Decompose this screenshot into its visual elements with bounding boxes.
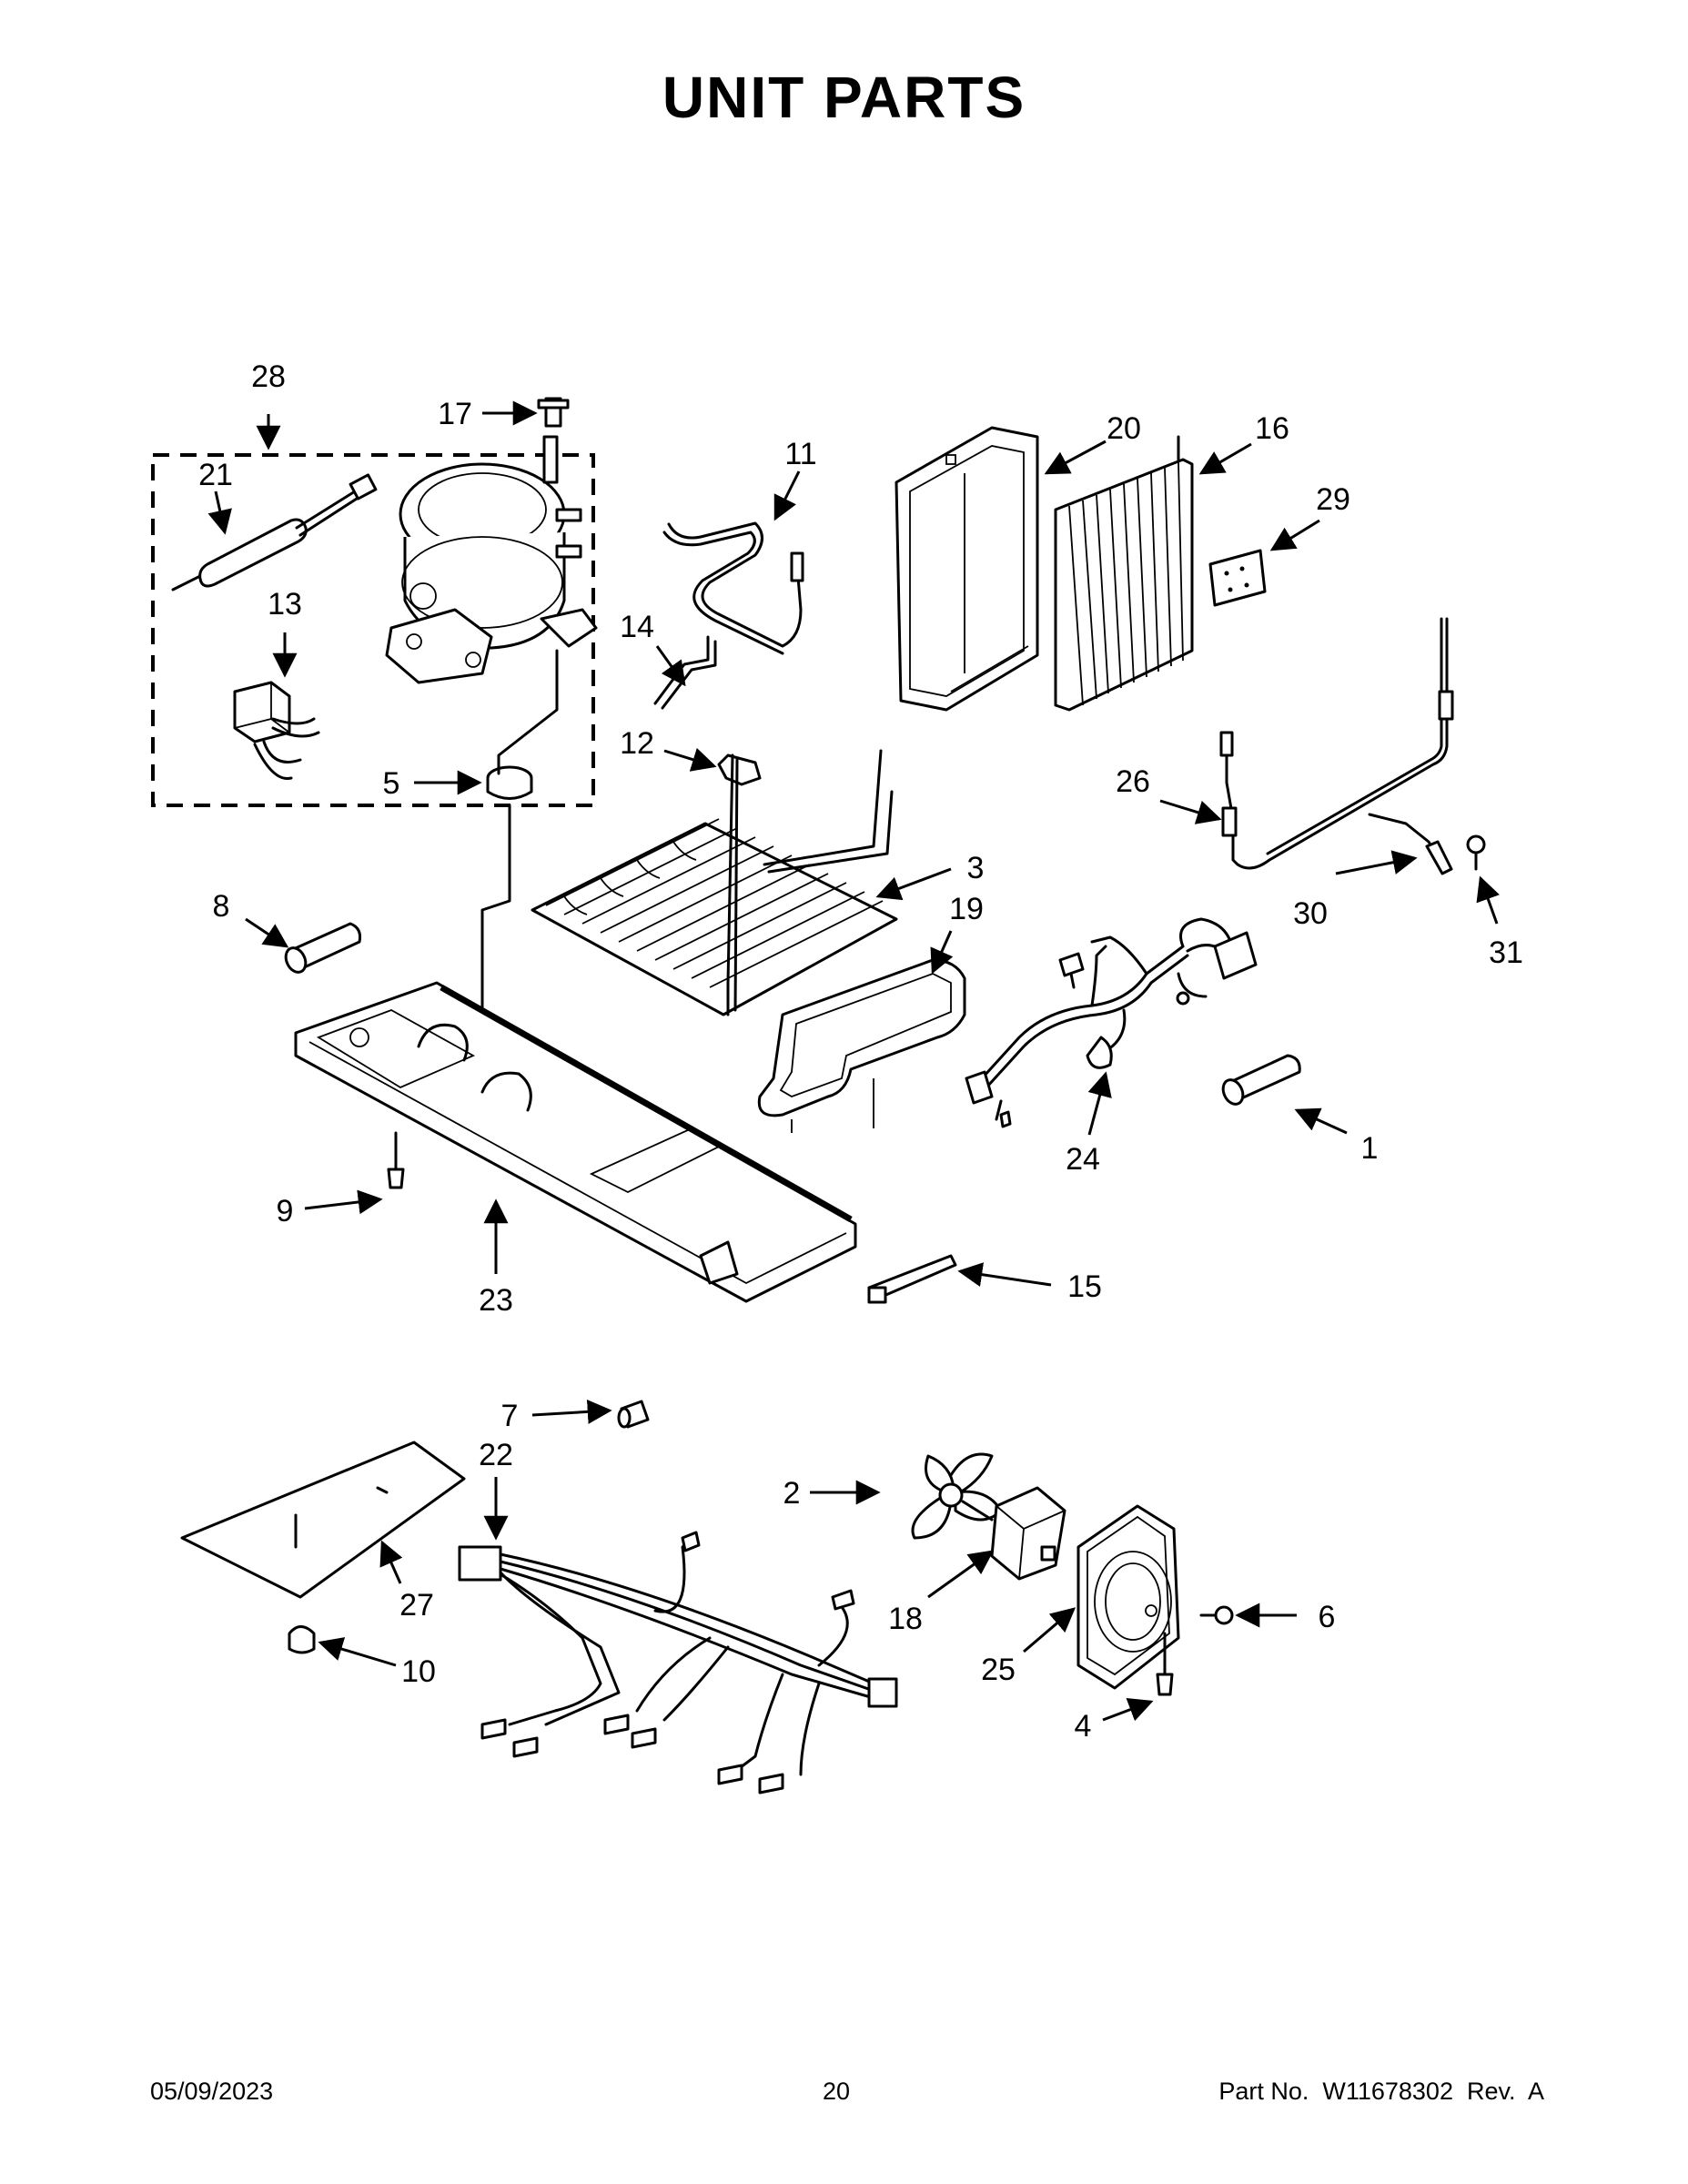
callout-4: 4 — [1075, 1709, 1092, 1744]
part-31-screw — [1466, 834, 1486, 871]
callout-arrows — [207, 400, 1500, 1722]
callout-20: 20 — [1107, 411, 1141, 446]
callout-23: 23 — [479, 1283, 513, 1318]
callout-10: 10 — [401, 1654, 436, 1689]
part-22-wire-harness — [458, 1531, 898, 1795]
callout-28: 28 — [251, 359, 286, 394]
callout-17: 17 — [438, 397, 472, 431]
part-20-condenser-shroud — [895, 426, 1039, 712]
callout-7: 7 — [501, 1399, 519, 1433]
callout-11: 11 — [784, 437, 816, 471]
callout-1: 1 — [1361, 1131, 1379, 1166]
callout-19: 19 — [949, 892, 984, 926]
callout-8: 8 — [213, 889, 230, 924]
part-compressor — [385, 435, 598, 684]
callout-13: 13 — [268, 587, 302, 622]
part-17-grommet — [537, 397, 570, 428]
part-4-screw — [1156, 1632, 1174, 1696]
part-10-retainer — [288, 1625, 316, 1654]
part-7-fitting — [617, 1400, 650, 1429]
part-19-drain-pan — [757, 958, 966, 1133]
callout-25: 25 — [981, 1653, 1016, 1687]
part-15-cable-tie — [867, 1254, 957, 1304]
callout-29: 29 — [1316, 482, 1350, 517]
part-3-evaporator — [531, 749, 898, 1016]
page-title: UNIT PARTS — [662, 65, 1026, 130]
callout-24: 24 — [1066, 1142, 1100, 1177]
callout-31: 31 — [1489, 935, 1523, 970]
callout-2: 2 — [783, 1476, 801, 1511]
part-2-fan-blade — [911, 1452, 1003, 1540]
footer-page-number: 20 — [823, 2078, 851, 2105]
part-21-start-device — [171, 473, 378, 592]
callout-12: 12 — [620, 726, 654, 761]
callout-21: 21 — [198, 458, 233, 492]
part-24-wire-harness — [965, 917, 1258, 1128]
callout-5: 5 — [383, 766, 400, 801]
part-26-heater-wire — [1219, 617, 1454, 870]
callout-30: 30 — [1293, 896, 1328, 931]
part-16-condenser — [1054, 435, 1194, 712]
part-12-clip — [717, 753, 762, 786]
footer-date: 05/09/2023 — [150, 2078, 274, 2105]
callout-9: 9 — [277, 1194, 294, 1228]
part-25-fan-shroud — [1076, 1504, 1180, 1690]
part-27-insulation-sheet — [180, 1441, 466, 1599]
part-23-base-plate — [294, 981, 857, 1303]
callout-15: 15 — [1067, 1269, 1102, 1304]
callout-6: 6 — [1319, 1600, 1336, 1634]
callout-27: 27 — [399, 1588, 434, 1623]
part-30-bracket — [1368, 813, 1453, 875]
part-9-screw — [387, 1131, 405, 1189]
part-13-relay — [233, 681, 320, 781]
part-8-tubing — [284, 922, 361, 974]
part-6-screw — [1199, 1605, 1234, 1625]
callout-18: 18 — [888, 1602, 923, 1636]
callout-3: 3 — [967, 851, 985, 885]
callout-14: 14 — [620, 610, 654, 644]
callout-16: 16 — [1255, 411, 1289, 446]
footer-part-number: Part No. W11678302 Rev. A — [1218, 2078, 1544, 2105]
part-29-panel — [1208, 549, 1267, 607]
part-11-tube — [662, 521, 804, 655]
callout-22: 22 — [479, 1438, 513, 1472]
part-5-overload — [486, 765, 533, 800]
part-1-tubing — [1221, 1054, 1301, 1106]
part-14-tube — [653, 635, 717, 710]
callout-26: 26 — [1116, 764, 1150, 799]
